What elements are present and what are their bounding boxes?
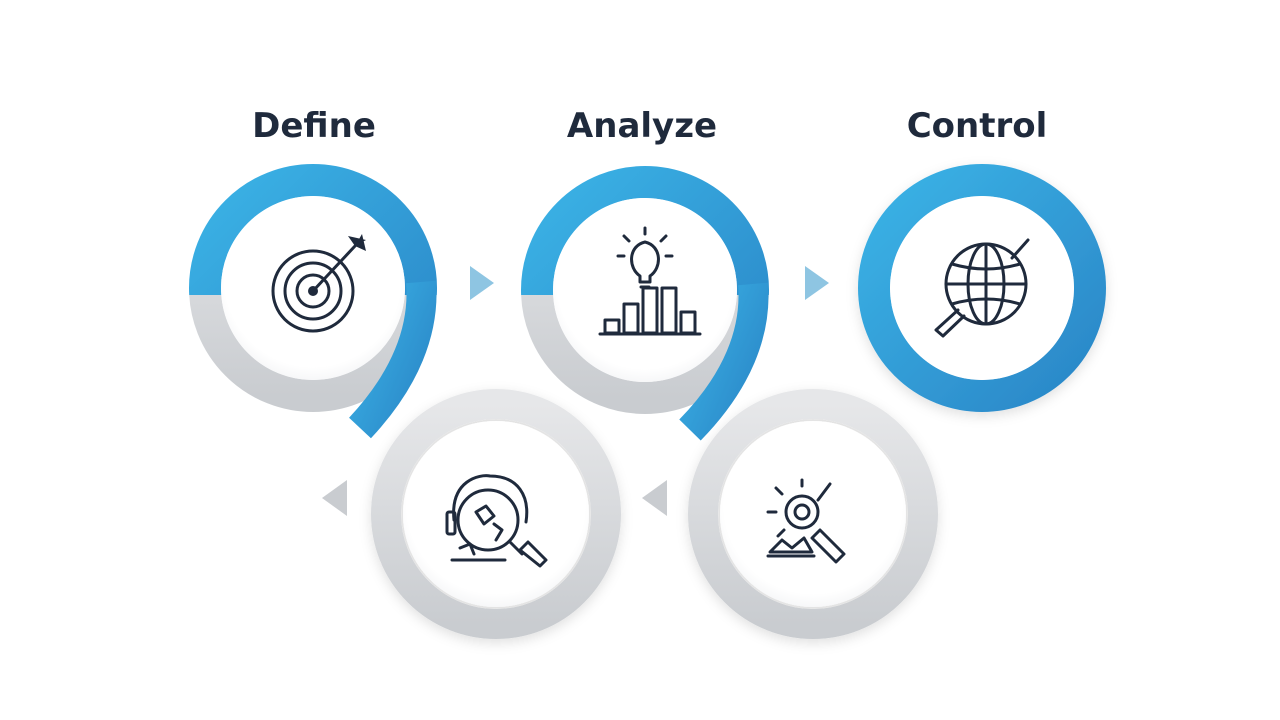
analyze-tail bbox=[679, 282, 769, 441]
stage-label-control: Control bbox=[907, 106, 1048, 146]
define-tail bbox=[348, 280, 437, 439]
idea-magnifier-icon bbox=[766, 478, 846, 564]
globe-magnifier-icon bbox=[934, 238, 1030, 338]
lightbulb-bar-chart-icon bbox=[598, 226, 702, 336]
lower-step-right bbox=[688, 389, 938, 639]
analyze-ring bbox=[521, 166, 769, 441]
define-ring bbox=[189, 164, 437, 439]
target-icon bbox=[271, 234, 366, 333]
lower-step-left bbox=[371, 389, 621, 639]
arrow-left-icon bbox=[642, 480, 667, 516]
control-ring bbox=[858, 164, 1106, 412]
headset-magnifier-icon bbox=[445, 474, 548, 568]
stage-label-define: Define bbox=[252, 106, 376, 146]
arrow-left-icon bbox=[322, 480, 347, 516]
stage-label-analyze: Analyze bbox=[567, 106, 717, 146]
arrow-right-icon bbox=[470, 266, 494, 300]
arrow-right-icon bbox=[805, 266, 829, 300]
